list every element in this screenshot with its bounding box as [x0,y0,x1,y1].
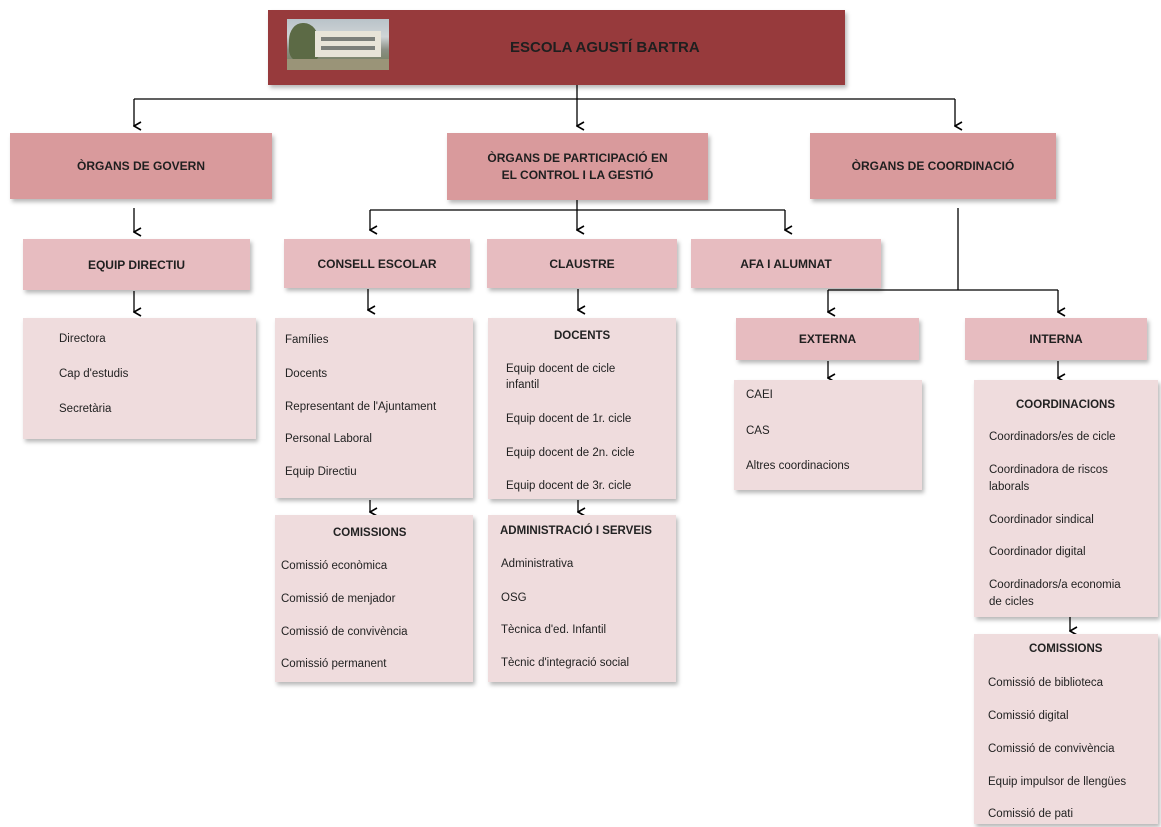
list-item: Tècnic d'integració social [501,657,630,669]
list-item: laborals [989,481,1030,493]
interna-comissions-list: COMISSIONS Comissió de biblioteca Comiss… [974,634,1158,824]
claustre-docents-list: DOCENTS Equip docent de cicle infantil E… [488,318,676,499]
list-item: Comissió econòmica [281,560,388,572]
docents-heading: DOCENTS [554,330,611,342]
consell-escolar-box: CONSELL ESCOLAR [284,239,470,288]
list-item: Comissió permanent [281,658,387,670]
list-item: Coordinadors/es de cicle [989,431,1116,443]
equip-directiu-label: EQUIP DIRECTIU [87,257,186,272]
organs-govern-label: ÒRGANS DE GOVERN [76,159,205,173]
list-item: CAS [746,425,770,437]
list-item: Personal Laboral [285,433,372,445]
list-item: Equip docent de 1r. cicle [506,413,632,425]
externa-label: EXTERNA [798,332,857,346]
claustre-label: CLAUSTRE [549,256,615,271]
comissions-heading: COMISSIONS [333,527,407,539]
interna-label: INTERNA [1029,332,1083,346]
school-title-box: ESCOLA AGUSTÍ BARTRA [268,10,845,85]
admin-heading: ADMINISTRACIÓ I SERVEIS [500,525,652,537]
list-item: OSG [501,592,527,604]
organs-participacio-box: ÒRGANS DE PARTICIPACIÓ EN EL CONTROL I L… [447,133,708,200]
list-item: Comissió digital [988,710,1069,722]
list-item: Comissió de convivència [281,626,408,638]
afa-alumnat-label: AFA I ALUMNAT [740,256,832,271]
afa-alumnat-box: AFA I ALUMNAT [691,239,881,288]
school-building-photo [287,19,389,70]
list-item: infantil [506,379,540,391]
comissions-heading: COMISSIONS [1029,643,1103,655]
list-item: Equip docent de 2n. cicle [506,447,635,459]
school-title: ESCOLA AGUSTÍ BARTRA [510,39,700,56]
list-item: Directora [59,333,106,345]
interna-box: INTERNA [965,318,1147,360]
coordinacions-heading: COORDINACIONS [1016,399,1116,411]
consell-comissions-list: COMISSIONS Comissió econòmica Comissió d… [275,515,473,682]
list-item: Comissió de biblioteca [988,677,1104,689]
list-item: Famílies [285,334,329,346]
list-item: Representant de l'Ajuntament [285,401,437,413]
list-item: Tècnica d'ed. Infantil [501,624,607,636]
organs-govern-box: ÒRGANS DE GOVERN [10,133,272,199]
claustre-box: CLAUSTRE [487,239,677,288]
externa-list: CAEI CAS Altres coordinacions [734,380,922,490]
interna-coordinacions-list: COORDINACIONS Coordinadors/es de cicle C… [974,380,1158,617]
organs-coordinacio-box: ÒRGANS DE COORDINACIÓ [810,133,1056,199]
externa-box: EXTERNA [736,318,919,360]
list-item: CAEI [746,389,773,401]
list-item: Cap d'estudis [59,368,129,380]
list-item: de cicles [989,596,1034,608]
organs-coordinacio-label: ÒRGANS DE COORDINACIÓ [851,159,1015,173]
equip-directiu-list: Directora Cap d'estudis Secretària [23,318,256,439]
list-item: Equip impulsor de llengües [988,776,1127,788]
list-item: Coordinador sindical [989,514,1094,526]
list-item: Equip docent de cicle [506,363,616,375]
list-item: Coordinadora de riscos [989,464,1108,476]
list-item: Equip docent de 3r. cicle [506,480,632,492]
list-item: Administrativa [501,558,574,570]
list-item: Secretària [59,403,112,415]
list-item: Docents [285,368,328,380]
organs-participacio-label-line1: ÒRGANS DE PARTICIPACIÓ EN [487,150,668,165]
organs-participacio-label-line2: EL CONTROL I LA GESTIÓ [501,167,654,182]
consell-escolar-list: Famílies Docents Representant de l'Ajunt… [275,318,473,498]
list-item: Comissió de pati [988,808,1074,820]
list-item: Coordinadors/a economia [989,579,1121,591]
list-item: Comissió de convivència [988,743,1115,755]
consell-escolar-label: CONSELL ESCOLAR [317,256,437,271]
list-item: Comissió de menjador [281,593,396,605]
list-item: Equip Directiu [285,466,357,478]
list-item: Altres coordinacions [746,460,850,472]
list-item: Coordinador digital [989,546,1086,558]
equip-directiu-box: EQUIP DIRECTIU [23,239,250,290]
claustre-admin-list: ADMINISTRACIÓ I SERVEIS Administrativa O… [488,515,676,682]
